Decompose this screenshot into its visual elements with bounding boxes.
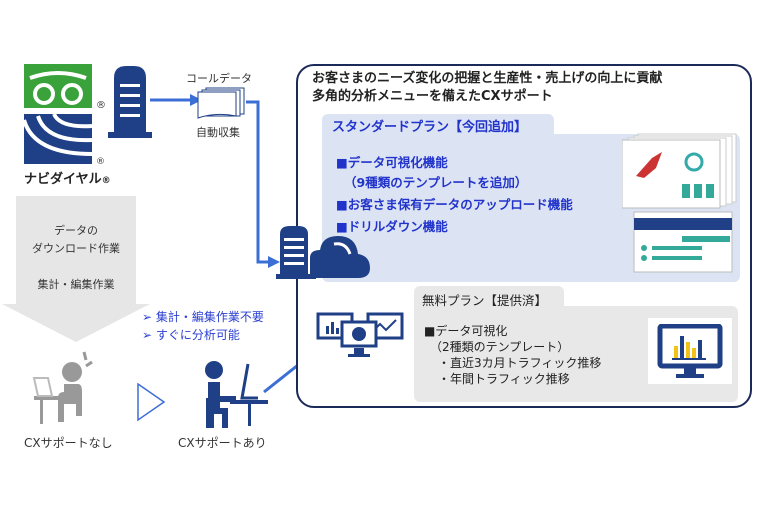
standard-item-2: （9種類のテンプレートを追加） xyxy=(344,175,528,190)
free-plan-tab xyxy=(414,286,564,308)
free-item-2: （2種類のテンプレート） xyxy=(430,340,570,354)
transition-triangle-icon xyxy=(137,382,166,422)
auto-collect-label: 自動収集 xyxy=(196,126,240,139)
manual-work-arrow xyxy=(2,196,150,342)
registered-mark: ® xyxy=(101,176,111,186)
free-plan-label: 無料プラン【提供済】 xyxy=(422,293,548,308)
benefit-1: ➢ 集計・編集作業不要 xyxy=(142,310,264,324)
brand-name: ナビダイヤル® xyxy=(24,168,111,187)
standard-plan-label: スタンダードプラン【今回追加】 xyxy=(332,120,528,135)
free-item-3: ・直近3カ月トラフィック推移 xyxy=(438,356,602,370)
standard-plan-tab xyxy=(322,114,554,136)
call-data-label: コールデータ xyxy=(186,72,252,85)
svg-text:®: ® xyxy=(96,100,106,111)
navi-dial-logo-icon: ® ® xyxy=(22,64,106,167)
standard-item-3: ■お客さま保有データのアップロード機能 xyxy=(336,197,573,212)
server-icon xyxy=(108,66,152,138)
person-without-support-icon xyxy=(32,351,93,424)
free-item-4: ・年間トラフィック推移 xyxy=(438,372,570,386)
benefit-1-text: 集計・編集作業不要 xyxy=(155,310,264,324)
standard-item-4: ■ドリルダウン機能 xyxy=(336,219,448,234)
free-item-1: ■データ可視化 xyxy=(424,324,508,338)
manual-line2: ダウンロード作業 xyxy=(32,242,120,255)
with-support-label: CXサポートあり xyxy=(178,436,267,450)
cx-support-title-line2: 多角的分析メニューを備えたCXサポート xyxy=(312,89,553,104)
analytics-monitors-icon xyxy=(316,312,404,357)
cloud-server-icon xyxy=(276,226,370,279)
documents-icon xyxy=(197,87,245,119)
benefit-2: ➢ すぐに分析可能 xyxy=(142,328,240,342)
without-support-label: CXサポートなし xyxy=(24,436,113,450)
data-flow-arrow xyxy=(150,94,280,268)
manual-line3: 集計・編集作業 xyxy=(37,278,115,291)
dashboard-thumbnails xyxy=(622,133,737,273)
svg-text:®: ® xyxy=(96,157,105,167)
manual-line1: データの xyxy=(54,224,98,237)
person-with-support-icon xyxy=(205,361,268,428)
chart-monitor-icon xyxy=(657,324,723,378)
navi-dial-logo: ® ® xyxy=(22,64,106,176)
benefit-2-text: すぐに分析可能 xyxy=(155,328,240,342)
brand-name-text: ナビダイヤル xyxy=(24,172,102,187)
standard-item-1: ■データ可視化機能 xyxy=(336,155,448,170)
cx-support-title-line1: お客さまのニーズ変化の把握と生産性・売上げの向上に貢献 xyxy=(312,71,663,86)
